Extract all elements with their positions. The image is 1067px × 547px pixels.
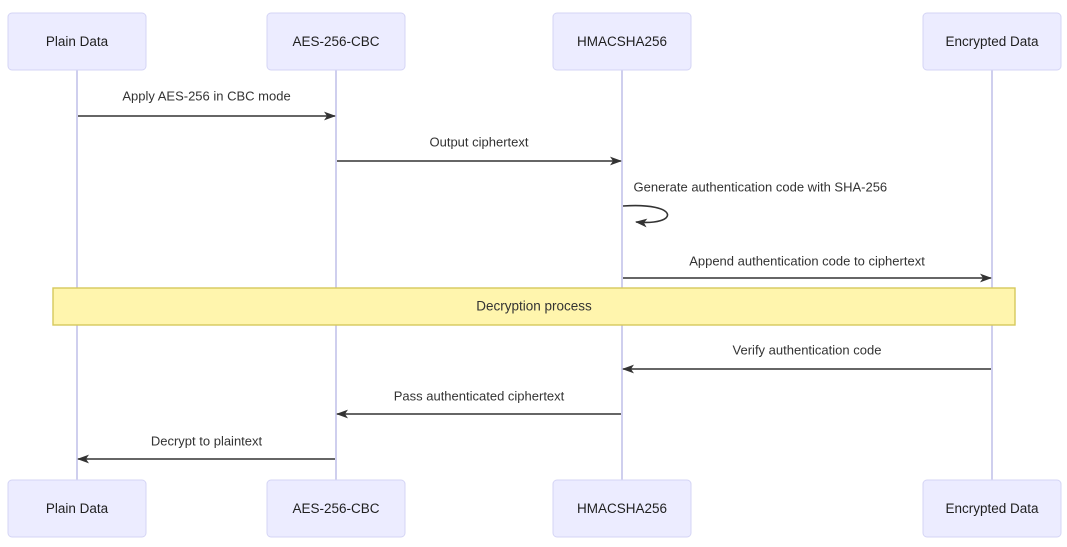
- notes-layer: Decryption process: [52, 287, 1016, 326]
- note-decryption-process: Decryption process: [52, 287, 1016, 326]
- participant-top-hmac[interactable]: HMACSHA256: [552, 12, 692, 71]
- message-loop-2: [622, 204, 669, 228]
- message-5[interactable]: Pass authenticated ciphertext: [336, 388, 621, 419]
- message-label-5: Pass authenticated ciphertext: [394, 388, 565, 403]
- participant-box-hmac[interactable]: [552, 12, 692, 71]
- participant-box-hmac[interactable]: [552, 479, 692, 538]
- participant-label-plain: Plain Data: [46, 501, 109, 516]
- participant-bottom-plain[interactable]: Plain Data: [7, 479, 147, 538]
- note-label-decryption-process: Decryption process: [476, 299, 592, 314]
- participant-label-plain: Plain Data: [46, 34, 109, 49]
- participant-box-plain[interactable]: [7, 12, 147, 71]
- message-label-3: Append authentication code to ciphertext: [689, 253, 925, 268]
- participant-top-plain[interactable]: Plain Data: [7, 12, 147, 71]
- participant-box-enc[interactable]: [922, 12, 1062, 71]
- participant-label-enc: Encrypted Data: [945, 34, 1039, 49]
- participant-box-plain[interactable]: [7, 479, 147, 538]
- participant-label-hmac: HMACSHA256: [577, 501, 667, 516]
- participant-bottom-hmac[interactable]: HMACSHA256: [552, 479, 692, 538]
- message-label-0: Apply AES-256 in CBC mode: [122, 88, 290, 103]
- participant-label-enc: Encrypted Data: [945, 501, 1039, 516]
- message-label-6: Decrypt to plaintext: [151, 433, 263, 448]
- message-0[interactable]: Apply AES-256 in CBC mode: [78, 88, 336, 121]
- participant-box-aes[interactable]: [266, 479, 406, 538]
- message-label-4: Verify authentication code: [733, 342, 882, 357]
- participant-box-aes[interactable]: [266, 12, 406, 71]
- participant-label-aes: AES-256-CBC: [292, 501, 379, 516]
- lifelines-layer: [76, 70, 993, 480]
- message-label-2: Generate authentication code with SHA-25…: [634, 179, 888, 194]
- message-4[interactable]: Verify authentication code: [622, 342, 991, 374]
- participant-bottom-aes[interactable]: AES-256-CBC: [266, 479, 406, 538]
- participant-top-aes[interactable]: AES-256-CBC: [266, 12, 406, 71]
- message-3[interactable]: Append authentication code to ciphertext: [623, 253, 992, 283]
- note-rect-decryption-process: [52, 287, 1016, 326]
- message-1[interactable]: Output ciphertext: [337, 134, 622, 166]
- participant-label-hmac: HMACSHA256: [577, 34, 667, 49]
- participant-label-aes: AES-256-CBC: [292, 34, 379, 49]
- message-2[interactable]: Generate authentication code with SHA-25…: [622, 179, 888, 228]
- participant-top-enc[interactable]: Encrypted Data: [922, 12, 1062, 71]
- message-6[interactable]: Decrypt to plaintext: [77, 433, 335, 464]
- message-label-1: Output ciphertext: [430, 134, 529, 149]
- participant-box-enc[interactable]: [922, 479, 1062, 538]
- participant-bottom-enc[interactable]: Encrypted Data: [922, 479, 1062, 538]
